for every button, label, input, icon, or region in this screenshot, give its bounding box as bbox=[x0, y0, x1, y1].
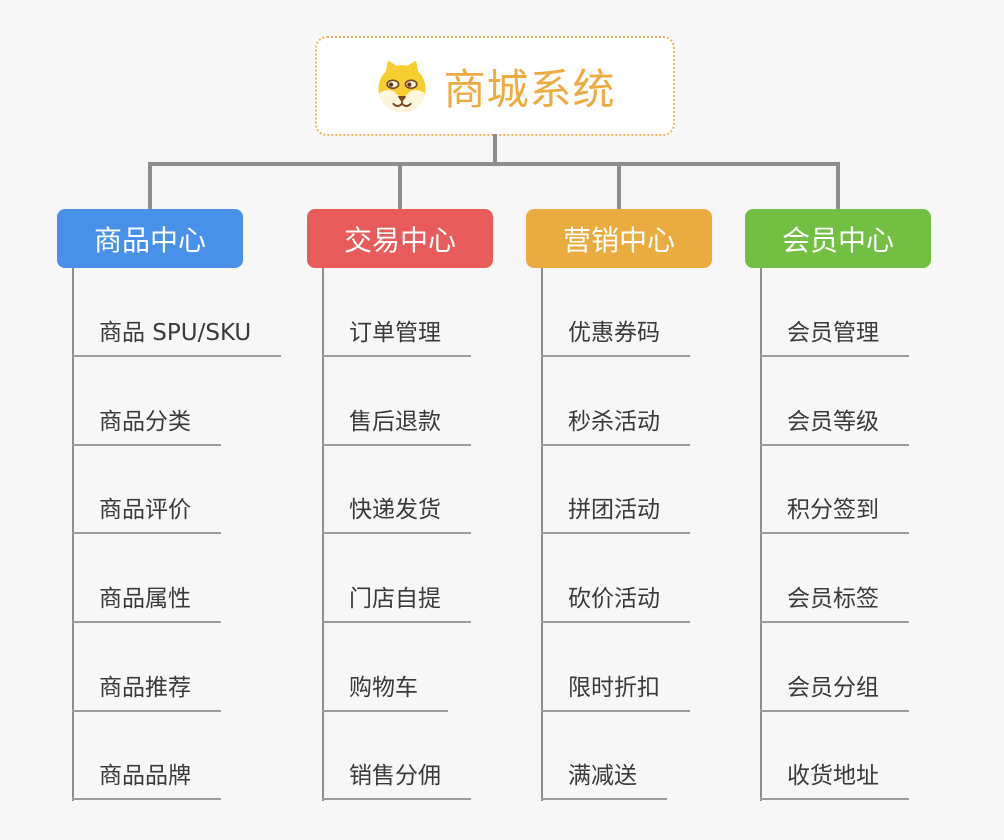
subtopic-member-tag[interactable]: 会员标签 bbox=[760, 581, 909, 623]
subtopic-goods-review[interactable]: 商品评价 bbox=[72, 492, 221, 534]
branch-topic-trade-center[interactable]: 交易中心 bbox=[307, 209, 493, 268]
branch-connector-line-3 bbox=[760, 268, 762, 801]
branch-topic-marketing-center[interactable]: 营销中心 bbox=[526, 209, 712, 268]
subtopic-store-pickup[interactable]: 门店自提 bbox=[322, 581, 471, 623]
subtopic-coupon-code[interactable]: 优惠券码 bbox=[541, 315, 690, 357]
subtopic-flash-sale[interactable]: 秒杀活动 bbox=[541, 404, 690, 446]
root-topic-title: 商城系统 bbox=[443, 64, 616, 114]
subtopic-bargain-activity[interactable]: 砍价活动 bbox=[541, 581, 690, 623]
subtopic-goods-brand[interactable]: 商品品牌 bbox=[72, 758, 221, 800]
subtopic-goods-attribute[interactable]: 商品属性 bbox=[72, 581, 221, 623]
subtopic-member-group[interactable]: 会员分组 bbox=[760, 670, 909, 712]
connector-drop-3 bbox=[836, 162, 840, 210]
branch-topic-member-center[interactable]: 会员中心 bbox=[745, 209, 931, 268]
subtopic-group-buy[interactable]: 拼团活动 bbox=[541, 492, 690, 534]
subtopic-shipping-address[interactable]: 收货地址 bbox=[760, 758, 909, 800]
branch-connector-line-0 bbox=[72, 268, 74, 801]
connector-bus bbox=[149, 162, 840, 166]
subtopic-member-level[interactable]: 会员等级 bbox=[760, 404, 909, 446]
subtopic-after-sales-refund[interactable]: 售后退款 bbox=[322, 404, 471, 446]
connector-drop-0 bbox=[148, 162, 152, 210]
connector-drop-1 bbox=[398, 162, 402, 210]
root-connector-stub bbox=[493, 134, 497, 164]
branch-connector-line-2 bbox=[541, 268, 543, 801]
subtopic-order-management[interactable]: 订单管理 bbox=[322, 315, 471, 357]
subtopic-full-reduction[interactable]: 满减送 bbox=[541, 758, 667, 800]
subtopic-goods-category[interactable]: 商品分类 bbox=[72, 404, 221, 446]
subtopic-shopping-cart[interactable]: 购物车 bbox=[322, 670, 448, 712]
subtopic-sales-commission[interactable]: 销售分佣 bbox=[322, 758, 471, 800]
subtopic-express-delivery[interactable]: 快递发货 bbox=[322, 492, 471, 534]
subtopic-points-checkin[interactable]: 积分签到 bbox=[760, 492, 909, 534]
shiba-dog-icon bbox=[374, 59, 430, 113]
connector-drop-2 bbox=[617, 162, 621, 210]
root-topic[interactable]: 商城系统 bbox=[315, 36, 675, 136]
subtopic-limited-discount[interactable]: 限时折扣 bbox=[541, 670, 690, 712]
subtopic-goods-spu-sku[interactable]: 商品 SPU/SKU bbox=[72, 315, 282, 357]
branch-topic-goods-center[interactable]: 商品中心 bbox=[57, 209, 243, 268]
branch-connector-line-1 bbox=[322, 268, 324, 801]
subtopic-member-management[interactable]: 会员管理 bbox=[760, 315, 909, 357]
subtopic-goods-recommend[interactable]: 商品推荐 bbox=[72, 670, 221, 712]
